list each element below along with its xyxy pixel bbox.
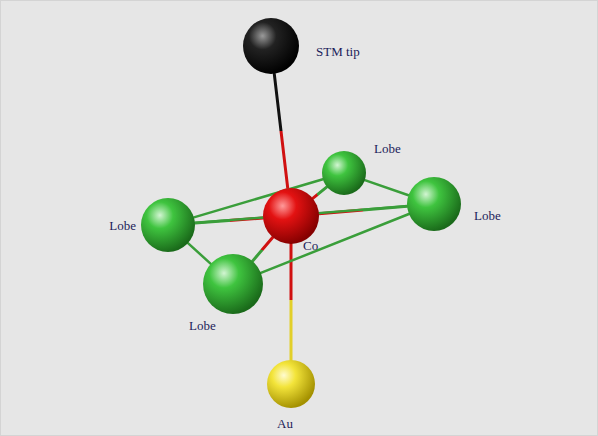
part-label: Lobe	[189, 318, 216, 334]
bond-line	[313, 187, 327, 198]
sphere	[203, 254, 263, 314]
lobe-sphere: Lobe	[407, 177, 461, 231]
stm-tip-sphere: STM tip	[243, 18, 299, 74]
lobe-sphere: Lobe	[322, 151, 366, 195]
bond-line	[252, 237, 272, 261]
bond-line	[365, 180, 409, 195]
gold-sphere: Au	[267, 360, 315, 408]
part-label: Au	[277, 416, 293, 432]
sphere-outline	[141, 198, 195, 252]
sphere-outline	[263, 188, 319, 244]
lobe-sphere: Lobe	[141, 198, 195, 252]
sphere-outline	[407, 177, 461, 231]
bond-line	[274, 74, 287, 188]
part-label: Lobe	[109, 218, 136, 234]
bond-line	[188, 243, 211, 264]
sphere-outline	[322, 151, 366, 195]
cobalt-sphere: Co	[263, 188, 319, 244]
sphere-outline	[267, 360, 315, 408]
sphere	[267, 360, 315, 408]
sphere	[263, 188, 319, 244]
lobe-sphere: Lobe	[203, 254, 263, 314]
part-label: STM tip	[316, 44, 360, 60]
part-label: Lobe	[474, 208, 501, 224]
sphere-outline	[203, 254, 263, 314]
sphere	[407, 177, 461, 231]
part-label: Co	[303, 238, 318, 254]
sphere	[243, 18, 299, 74]
sphere	[141, 198, 195, 252]
sphere	[322, 151, 366, 195]
sphere-outline	[243, 18, 299, 74]
part-label: Lobe	[374, 141, 401, 157]
